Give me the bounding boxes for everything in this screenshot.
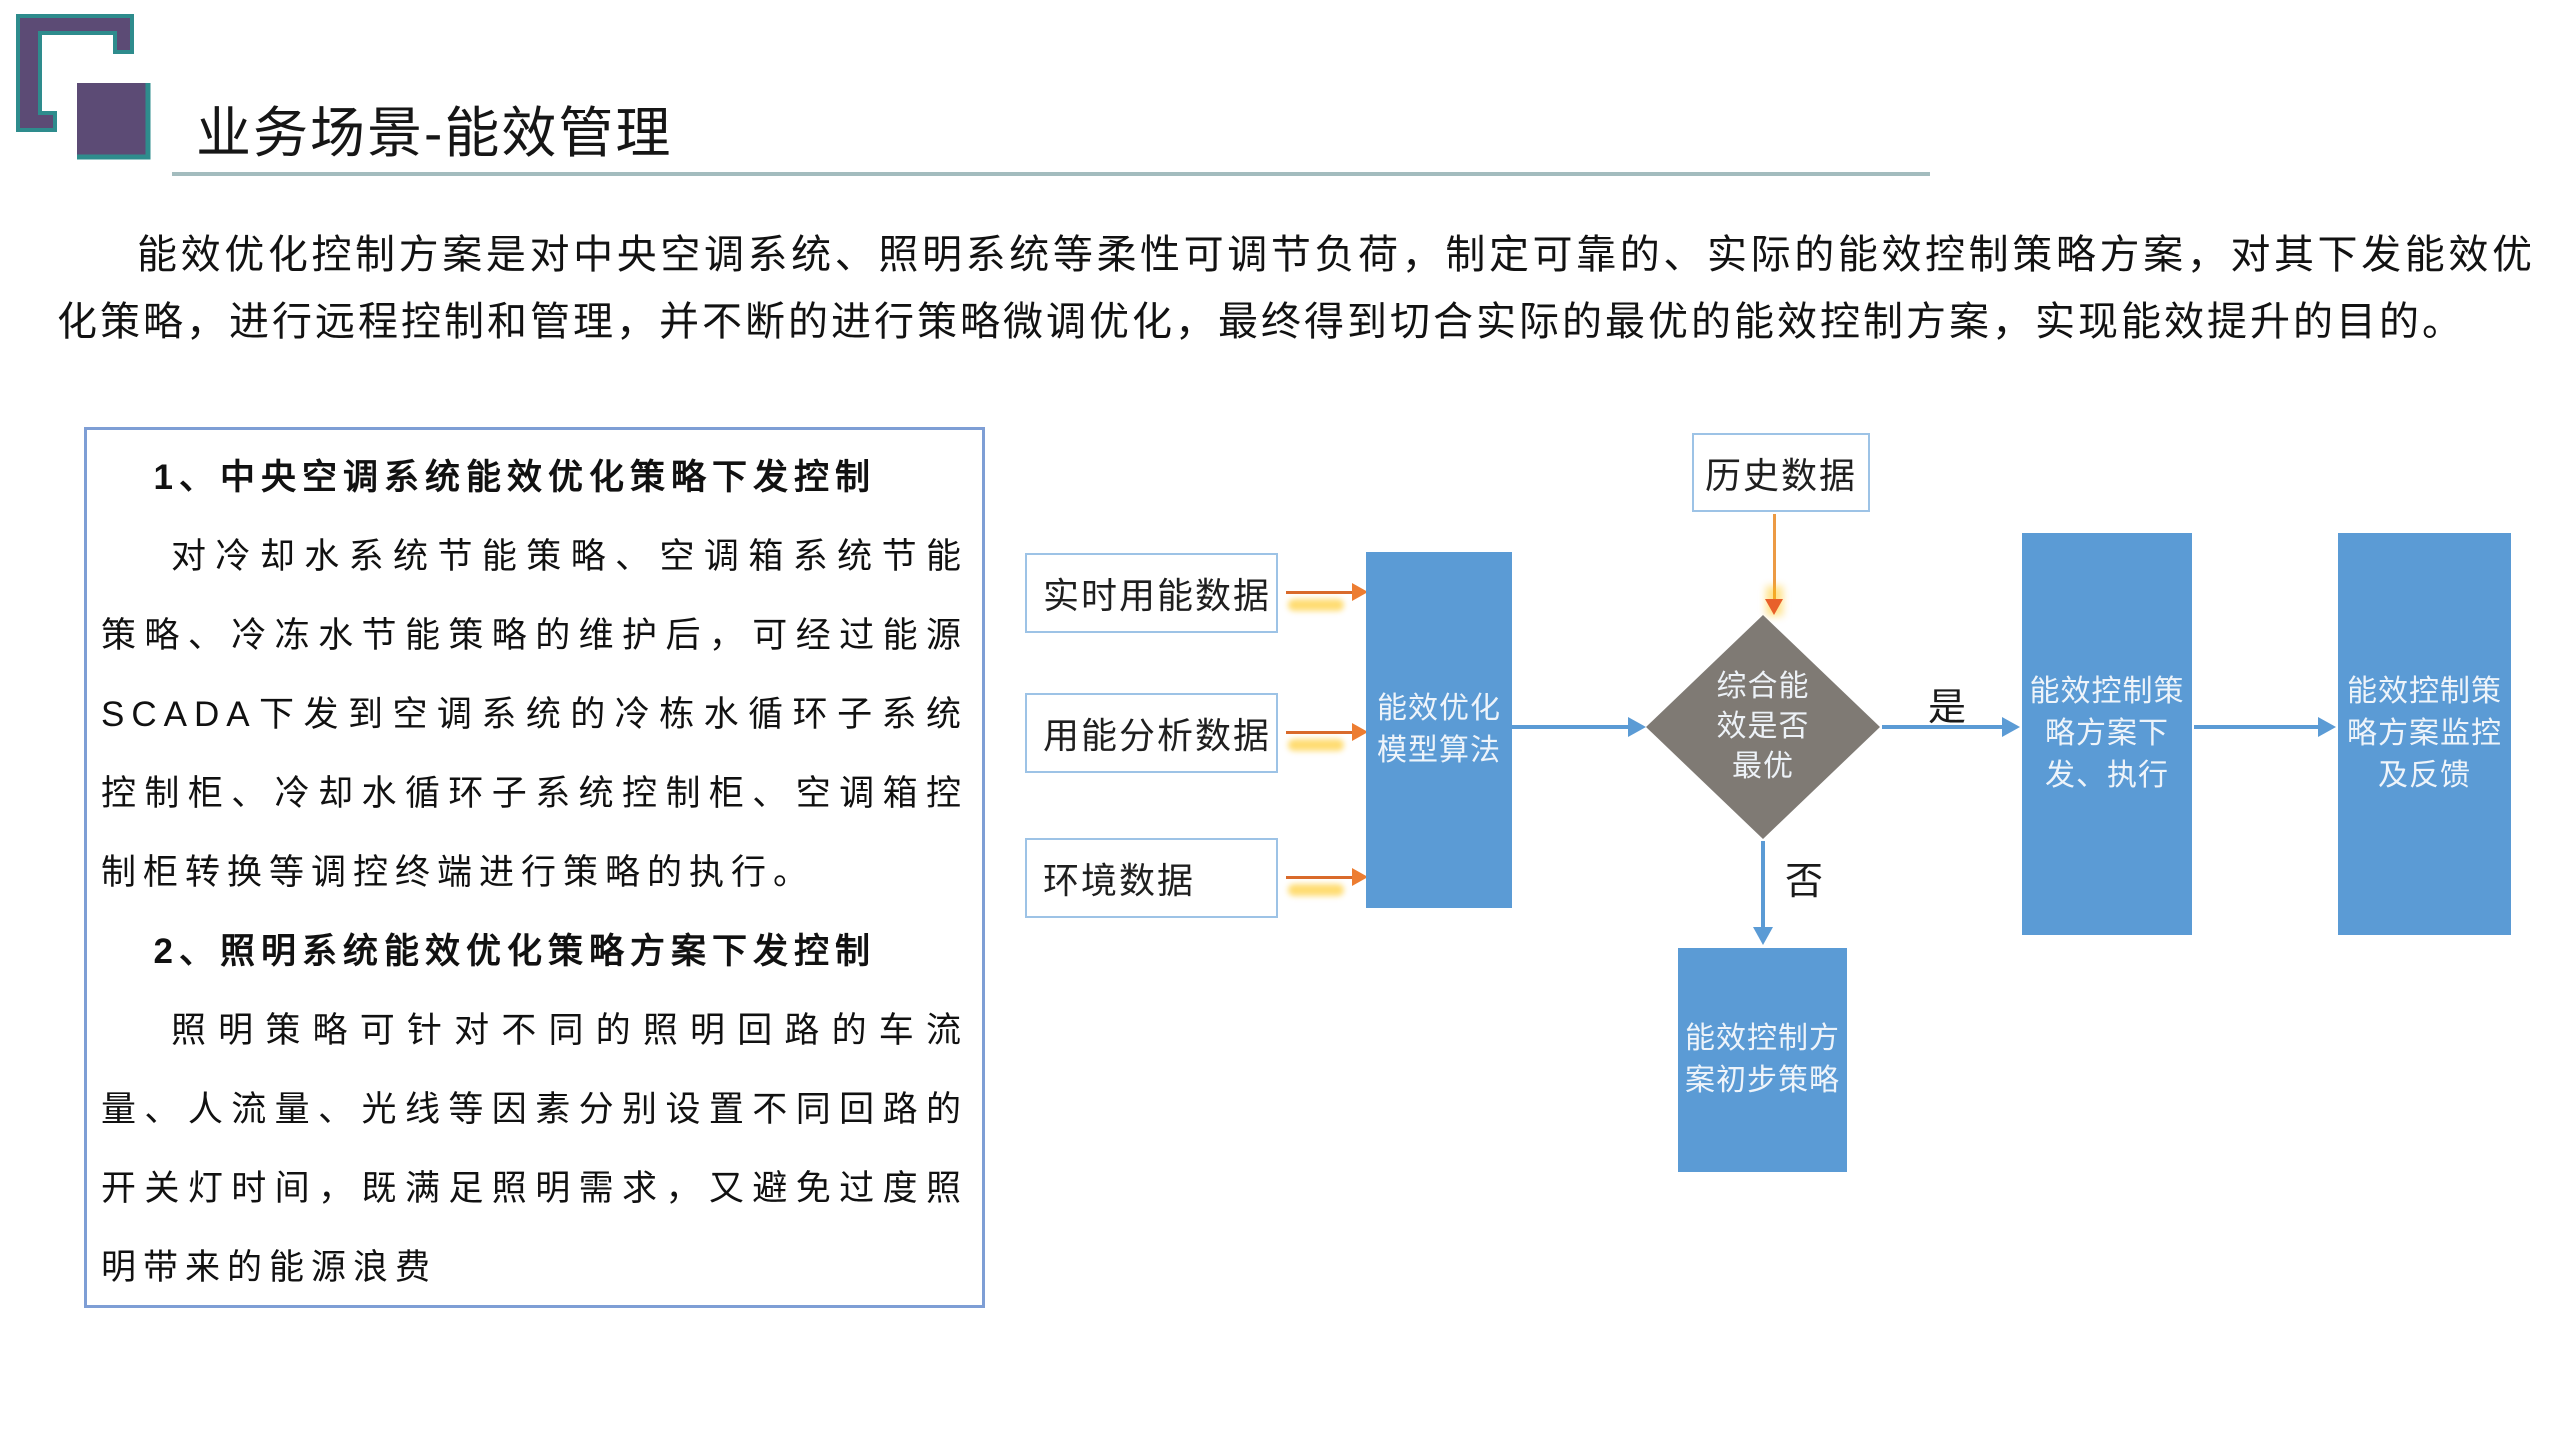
initial-box-line: 案初步策略 [1685,1064,1840,1097]
page-title: 业务场景-能效管理 [196,102,673,164]
model-box-line: 能效优化 [1377,692,1501,725]
title-divider [172,172,1930,176]
initial-strategy-box: 能效控制方 案初步策略 [1678,948,1847,1172]
model-algorithm-box: 能效优化 模型算法 [1366,552,1512,908]
input-box-environment: 环境数据 [1025,838,1278,918]
monitor-box: 能效控制策 略方案监控 及反馈 [2338,533,2511,935]
arrow-realtime-to-model-icon [1286,583,1368,601]
connector-decision-to-execute [1882,717,2020,737]
info-section-2-body: 照明策略可针对不同的照明回路的车流量、人流量、光线等因素分别设置不同回路的开关灯… [101,1011,968,1287]
logo-icon [16,14,151,160]
arrow-history-to-decision-icon [1765,514,1783,615]
no-label: 否 [1785,861,1824,903]
connector-execute-to-monitor [2194,717,2336,737]
input-box-label: 实时用能数据 [1043,575,1272,616]
history-box-label: 历史数据 [1704,454,1857,496]
monitor-box-line: 能效控制策 [2347,675,2502,708]
decision-line: 效是否 [1716,710,1810,743]
decision-line: 最优 [1732,750,1794,783]
input-box-label: 环境数据 [1043,860,1196,901]
arrow-analysis-to-model-icon [1286,723,1368,741]
monitor-box-line: 略方案监控 [2347,717,2502,750]
decision-line: 综合能 [1716,670,1810,703]
initial-box-line: 能效控制方 [1685,1022,1840,1055]
yes-label: 是 [1928,687,1967,729]
input-box-energy-analysis: 用能分析数据 [1025,693,1278,773]
info-section-1-heading: 1、中央空调系统能效优化策略下发控制 [153,458,876,497]
connector-model-to-decision [1512,717,1646,737]
connector-decision-to-initial [1753,841,1773,945]
info-box: 1、中央空调系统能效优化策略下发控制 对冷却水系统节能策略、空调箱系统节能策略、… [84,427,985,1308]
arrow-environment-to-model-icon [1286,868,1368,886]
execute-box-line: 能效控制策 [2029,675,2185,708]
decision-diamond: 综合能 效是否 最优 [1646,615,1880,839]
execute-box: 能效控制策 略方案下 发、执行 [2022,533,2192,935]
info-section-1-body: 对冷却水系统节能策略、空调箱系统节能策略、冷冻水节能策略的维护后，可经过能源SC… [101,537,968,892]
input-box-label: 用能分析数据 [1043,715,1272,756]
info-section-2-heading: 2、照明系统能效优化策略方案下发控制 [153,932,876,971]
history-data-box: 历史数据 [1692,433,1870,512]
intro-paragraph: 能效优化控制方案是对中央空调系统、照明系统等柔性可调节负荷，制定可靠的、实际的能… [57,233,2535,344]
input-box-realtime-energy: 实时用能数据 [1025,553,1278,633]
execute-box-line: 略方案下 [2045,717,2169,750]
execute-box-line: 发、执行 [2045,759,2169,792]
model-box-line: 模型算法 [1377,734,1501,767]
monitor-box-line: 及反馈 [2378,759,2471,792]
